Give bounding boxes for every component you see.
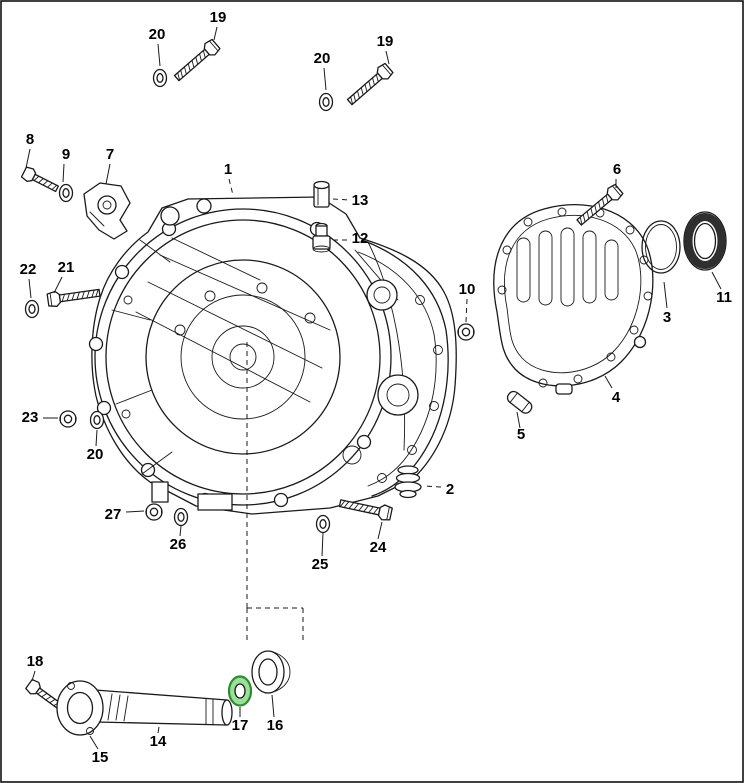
callout-21: 21	[58, 259, 75, 276]
part-seal-ring-17-highlight	[227, 675, 253, 707]
callout-5: 5	[517, 426, 525, 443]
part-nut-10	[457, 323, 475, 341]
callout-14: 14	[150, 733, 167, 750]
leader-lines	[25, 26, 722, 750]
part-bump-stop-2	[394, 465, 422, 499]
callout-11: 11	[716, 289, 732, 306]
part-washer-25	[315, 514, 331, 534]
part-washer-20-lower	[89, 410, 105, 430]
part-bolt-6	[573, 182, 625, 229]
part-washer-20-right	[318, 92, 334, 112]
callout-20-c: 20	[87, 446, 104, 463]
callout-18: 18	[27, 653, 44, 670]
part-dowel-pin-5	[506, 390, 533, 414]
part-shaft-tube-14	[94, 689, 233, 726]
callout-20-a: 20	[149, 26, 166, 43]
part-flange-15	[56, 680, 104, 736]
callout-15: 15	[92, 749, 109, 766]
part-washer-26	[173, 507, 189, 527]
callout-19-b: 19	[377, 33, 394, 50]
part-transmission-case-1	[88, 196, 457, 515]
callout-12: 12	[352, 230, 369, 247]
callout-17: 17	[232, 717, 249, 734]
part-washer-9	[58, 183, 74, 203]
part-shift-bracket-7	[83, 182, 131, 240]
callout-16: 16	[267, 717, 284, 734]
callout-25: 25	[312, 556, 329, 573]
callout-27: 27	[105, 506, 122, 523]
part-nut-23	[59, 410, 77, 428]
part-washer-20-left	[152, 68, 168, 88]
part-bearing-sleeve-16	[251, 650, 291, 694]
callout-3: 3	[663, 309, 671, 326]
part-shaft-seal-11	[683, 211, 727, 271]
part-bolt-19-left	[171, 37, 222, 85]
callout-10: 10	[459, 281, 476, 298]
callout-2: 2	[446, 481, 454, 498]
callout-8: 8	[26, 131, 34, 148]
callout-9: 9	[62, 146, 70, 163]
part-bolt-8	[20, 165, 61, 196]
part-oring-3	[641, 220, 681, 274]
callout-19-a: 19	[210, 9, 227, 26]
part-plug-13	[313, 180, 330, 208]
callout-26: 26	[170, 536, 187, 553]
callout-4: 4	[612, 389, 621, 406]
callout-23: 23	[22, 409, 39, 426]
callout-20-b: 20	[314, 50, 331, 67]
callout-13: 13	[352, 192, 369, 209]
part-end-cover-4	[493, 203, 654, 395]
callout-24: 24	[370, 539, 387, 556]
part-washer-22	[24, 299, 40, 319]
callout-6: 6	[613, 161, 621, 178]
callout-labels: 19 20 19 20 8 9 7 1 13 12 6 3 11 22 21 1…	[20, 9, 732, 766]
callout-22: 22	[20, 261, 37, 278]
part-breather-12	[312, 222, 331, 253]
callout-7: 7	[106, 146, 114, 163]
callout-1: 1	[224, 161, 232, 178]
part-bolt-21	[46, 284, 102, 309]
part-nut-27	[145, 503, 163, 521]
part-bolt-19-right	[344, 61, 395, 109]
